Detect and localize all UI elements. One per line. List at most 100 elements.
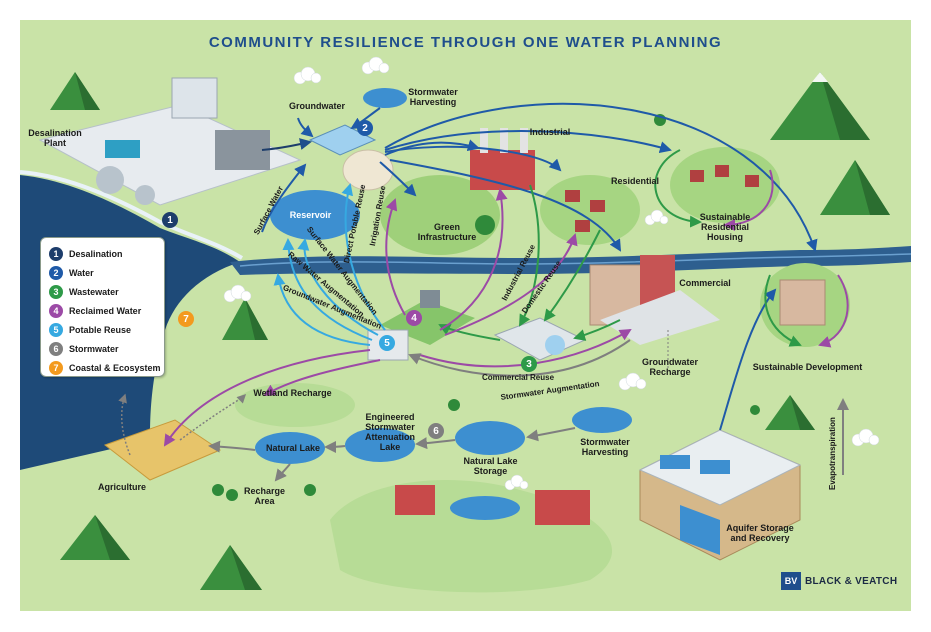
legend-item: 4 Reclaimed Water	[49, 301, 164, 320]
desal-building-2	[215, 130, 270, 170]
sustainable-residential-area	[670, 147, 780, 223]
legend-label: Coastal & Ecosystem	[69, 362, 161, 373]
flow-storage-to-lake	[415, 437, 456, 450]
badge-potable-reuse: 5	[379, 335, 395, 351]
flow-irrigation-reuse	[385, 198, 406, 316]
flow-groundwater	[297, 117, 314, 138]
legend-badge: 3	[49, 284, 63, 299]
loop-sustainable-residential-2	[723, 169, 774, 231]
flow-groundwater-aug	[273, 273, 371, 346]
legend-label: Water	[69, 267, 94, 278]
flow-wastewater-commercial	[573, 319, 621, 341]
legend-label: Reclaimed Water	[69, 305, 142, 316]
flow-harvest-to-storage	[526, 427, 576, 442]
label-desalination-plant: Desalination Plant	[28, 128, 82, 148]
farm-house	[535, 490, 590, 525]
flow-direct-potable	[341, 183, 386, 331]
water-tank	[342, 149, 394, 191]
flow-harvesting-top	[350, 107, 381, 130]
desal-building-1	[171, 77, 218, 119]
label-groundwater-recharge: Groundwater Recharge	[641, 357, 698, 377]
legend-item: 2 Water	[49, 263, 164, 282]
engineered-lake-water	[345, 428, 415, 462]
loop-sustainable-development	[764, 274, 802, 347]
river-highlight	[239, 253, 912, 267]
farm-pond	[450, 496, 520, 520]
label-residential: Residential	[610, 176, 659, 186]
flow-wastewater-green	[438, 324, 501, 341]
badge-desalination: 1	[162, 212, 178, 228]
flow-water-sustainable	[384, 130, 672, 154]
legend-badge: 4	[49, 303, 63, 318]
flow-water-development	[384, 102, 818, 252]
label-stormwater-harvesting-top: Stormwater Harvesting	[408, 87, 458, 107]
logo-text: BLACK & VEATCH	[805, 575, 898, 587]
flow-coastal-2	[179, 393, 247, 441]
label-evapotranspiration: Evapotranspiration	[828, 417, 837, 490]
mountain-top-right	[770, 72, 870, 140]
legend-item: 6 Stormwater	[49, 339, 164, 358]
label-recharge-area: Recharge Area	[243, 486, 286, 506]
legend-badge: 5	[49, 322, 63, 337]
label-natural-lake-storage: Natural Lake Storage	[463, 456, 518, 476]
flow-domestic-reuse	[444, 233, 578, 336]
mountain-right	[820, 160, 890, 215]
flow-agriculture	[163, 349, 371, 447]
legend-label: Stormwater	[69, 343, 119, 354]
stormwater-pond-top	[363, 88, 407, 108]
flow-label-commercial-reuse: Commercial Reuse	[482, 373, 555, 382]
legend-item: 7 Coastal & Ecosystem	[49, 358, 164, 377]
mountain-mid-right	[765, 395, 815, 430]
legend-badge: 1	[49, 246, 63, 261]
mountain-mid-left	[222, 298, 268, 340]
legend-item: 5 Potable Reuse	[49, 320, 164, 339]
label-reservoir: Reservoir	[289, 210, 332, 220]
flow-industrial-reuse	[439, 188, 508, 331]
label-industrial: Industrial	[529, 127, 571, 137]
flow-water-green	[379, 161, 417, 197]
flow-desalination	[261, 138, 312, 151]
flow-coastal	[118, 393, 131, 456]
label-aquifer: Aquifer Storage and Recovery	[726, 523, 794, 543]
desal-pool	[105, 140, 140, 158]
mountain-bottom-left	[60, 515, 130, 560]
label-groundwater: Groundwater	[288, 101, 345, 111]
mountain-top-left	[50, 72, 100, 110]
legend-badge: 2	[49, 265, 63, 280]
logo-mark-icon: BV	[781, 572, 801, 590]
flow-wastewater-residential	[543, 229, 601, 322]
flow-water-commercial	[389, 159, 622, 252]
flow-natural-to-agri	[208, 440, 256, 453]
river	[230, 246, 911, 275]
natural-lake-storage-water	[455, 421, 525, 455]
label-commercial: Commercial	[679, 278, 731, 288]
flow-natural-to-recharge	[274, 463, 291, 482]
tree	[212, 484, 224, 496]
desal-tank-2	[135, 185, 155, 205]
label-agriculture: Agriculture	[97, 482, 146, 492]
badge-stormwater: 6	[428, 423, 444, 439]
legend-badge: 7	[49, 360, 63, 375]
coastline	[19, 170, 244, 260]
flow-stormwater-aug	[408, 339, 631, 377]
label-green-infrastructure: Green Infrastructure	[417, 222, 477, 242]
flow-surface-water	[261, 163, 307, 233]
legend-label: Potable Reuse	[69, 324, 132, 335]
cloud	[223, 56, 880, 491]
legend-badge: 6	[49, 341, 63, 356]
flow-lake-to-natural	[324, 440, 346, 453]
desal-tank-1	[96, 166, 124, 194]
flow-raw-water-aug	[282, 238, 373, 341]
black-veatch-logo: BV BLACK & VEATCH	[781, 572, 897, 590]
loop-sustainable-residential	[654, 149, 702, 228]
mountain-bottom	[200, 545, 262, 590]
loop-sustainable-development-2	[818, 274, 849, 348]
label-stormwater-harvesting-bottom: Stormwater Harvesting	[580, 437, 630, 457]
badge-coastal: 7	[178, 311, 194, 327]
flow-surface-water-aug	[297, 238, 379, 336]
label-natural-lake: Natural Lake	[265, 443, 321, 453]
